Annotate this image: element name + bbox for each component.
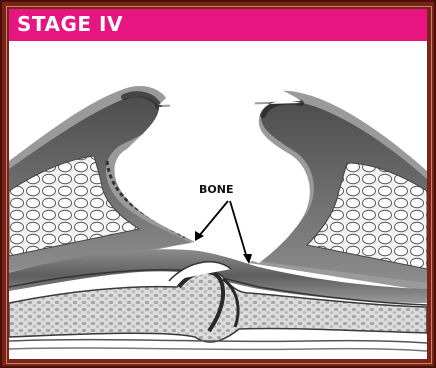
bone-label: BONE xyxy=(199,183,233,196)
illustration-panel: BONE xyxy=(9,41,427,359)
deep-tissue-lines xyxy=(9,340,427,351)
pressure-ulcer-cross-section: BONE xyxy=(9,41,427,359)
stage-header: STAGE IV xyxy=(9,9,427,42)
stage-title: STAGE IV xyxy=(17,12,123,36)
